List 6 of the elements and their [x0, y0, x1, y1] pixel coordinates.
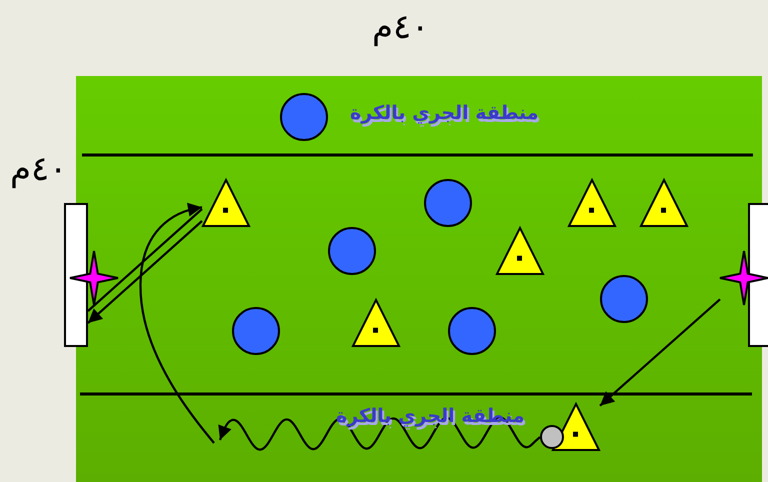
zone-label: منطقة الجري بالكرة — [336, 405, 525, 427]
dimension-label: ٤٠م — [10, 148, 67, 189]
dimension-label: ٤٠م — [372, 6, 429, 47]
arrow — [139, 202, 215, 444]
arrow — [87, 220, 203, 324]
zone-label: منطقة الجري بالكرة — [350, 102, 539, 124]
